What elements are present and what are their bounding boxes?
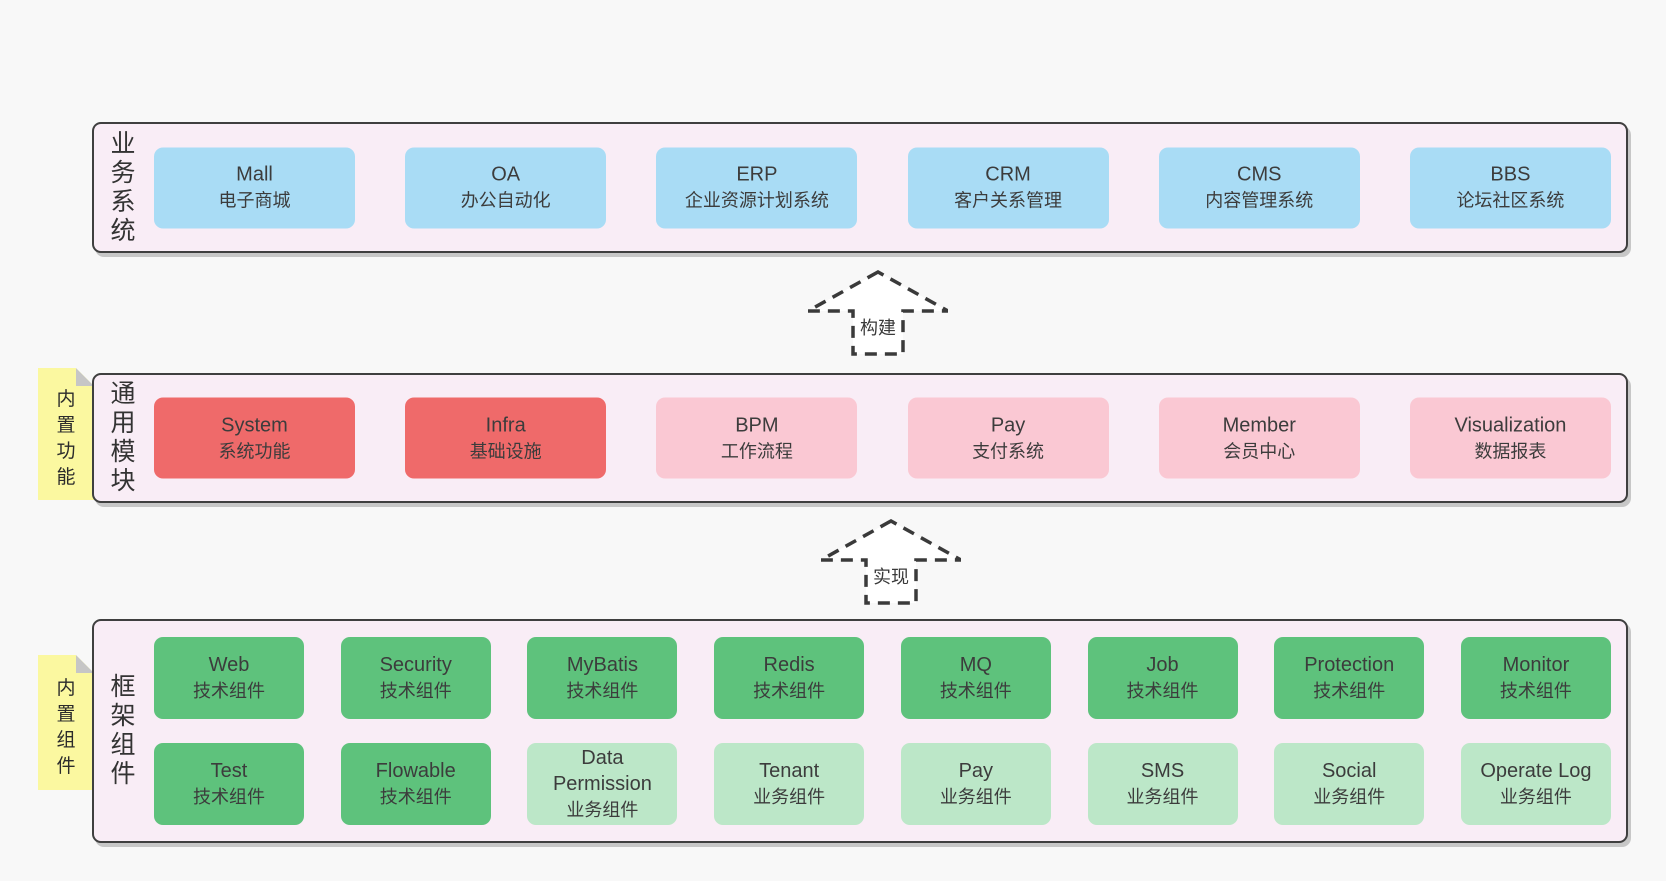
box-pay-component: Pay 业务组件 bbox=[900, 743, 1051, 825]
box-mybatis: MyBatis 技术组件 bbox=[527, 637, 678, 719]
box-social: Social 业务组件 bbox=[1274, 743, 1425, 825]
box-security: Security 技术组件 bbox=[340, 637, 491, 719]
box-cms: CMS 内容管理系统 bbox=[1158, 147, 1360, 228]
box-oa: OA 办公自动化 bbox=[405, 147, 607, 228]
box-infra: Infra 基础设施 bbox=[405, 397, 607, 479]
box-data-permission: Data Permission 业务组件 bbox=[527, 743, 678, 825]
implement-arrow-icon: 实现 bbox=[821, 519, 961, 605]
box-bbs: BBS 论坛社区系统 bbox=[1409, 147, 1611, 228]
box-monitor: Monitor 技术组件 bbox=[1460, 637, 1611, 719]
box-redis: Redis 技术组件 bbox=[714, 637, 865, 719]
box-erp: ERP 企业资源计划系统 bbox=[656, 147, 858, 228]
box-sms: SMS 业务组件 bbox=[1087, 743, 1238, 825]
up-arrow-icon bbox=[808, 270, 948, 356]
framework-components-label: 框架组件 bbox=[110, 673, 136, 788]
box-test: Test 技术组件 bbox=[154, 743, 304, 825]
up-arrow-icon bbox=[821, 519, 961, 605]
section-framework-components: 框架组件 Web 技术组件 Security 技术组件 MyBatis 技术组件… bbox=[92, 619, 1628, 843]
components-row-1: Web 技术组件 Security 技术组件 MyBatis 技术组件 Redi… bbox=[154, 637, 1611, 719]
box-mall: Mall 电子商城 bbox=[154, 147, 355, 228]
box-web: Web 技术组件 bbox=[154, 637, 304, 719]
framework-components-rows: Web 技术组件 Security 技术组件 MyBatis 技术组件 Redi… bbox=[154, 621, 1611, 841]
business-systems-row: Mall 电子商城 OA 办公自动化 ERP 企业资源计划系统 CRM 客户关系… bbox=[154, 147, 1611, 228]
sticky-built-in-features: 内置功能 bbox=[38, 368, 94, 500]
section-common-modules: 通用模块 System 系统功能 Infra 基础设施 BPM 工作流程 Pay… bbox=[92, 373, 1628, 503]
box-flowable: Flowable 技术组件 bbox=[340, 743, 491, 825]
box-tenant: Tenant 业务组件 bbox=[714, 743, 865, 825]
box-bpm: BPM 工作流程 bbox=[656, 397, 858, 479]
box-pay-system: Pay 支付系统 bbox=[907, 397, 1109, 479]
common-modules-row: System 系统功能 Infra 基础设施 BPM 工作流程 Pay 支付系统… bbox=[154, 397, 1611, 479]
box-operate-log: Operate Log 业务组件 bbox=[1460, 743, 1611, 825]
components-row-2: Test 技术组件 Flowable 技术组件 Data Permission … bbox=[154, 743, 1611, 825]
box-crm: CRM 客户关系管理 bbox=[907, 147, 1109, 228]
box-mq: MQ 技术组件 bbox=[900, 637, 1051, 719]
implement-arrow-label: 实现 bbox=[871, 563, 911, 589]
build-arrow-label: 构建 bbox=[858, 314, 898, 340]
section-business-systems: 业务系统 Mall 电子商城 OA 办公自动化 ERP 企业资源计划系统 CRM… bbox=[92, 122, 1628, 253]
build-arrow-icon: 构建 bbox=[808, 270, 948, 356]
box-job: Job 技术组件 bbox=[1087, 637, 1238, 719]
business-systems-label: 业务系统 bbox=[110, 129, 136, 245]
common-modules-label: 通用模块 bbox=[110, 380, 136, 495]
sticky-built-in-components: 内置组件 bbox=[38, 655, 94, 790]
box-member: Member 会员中心 bbox=[1158, 397, 1360, 479]
box-visualization: Visualization 数据报表 bbox=[1409, 397, 1611, 479]
box-system: System 系统功能 bbox=[154, 397, 355, 479]
box-protection: Protection 技术组件 bbox=[1274, 637, 1425, 719]
